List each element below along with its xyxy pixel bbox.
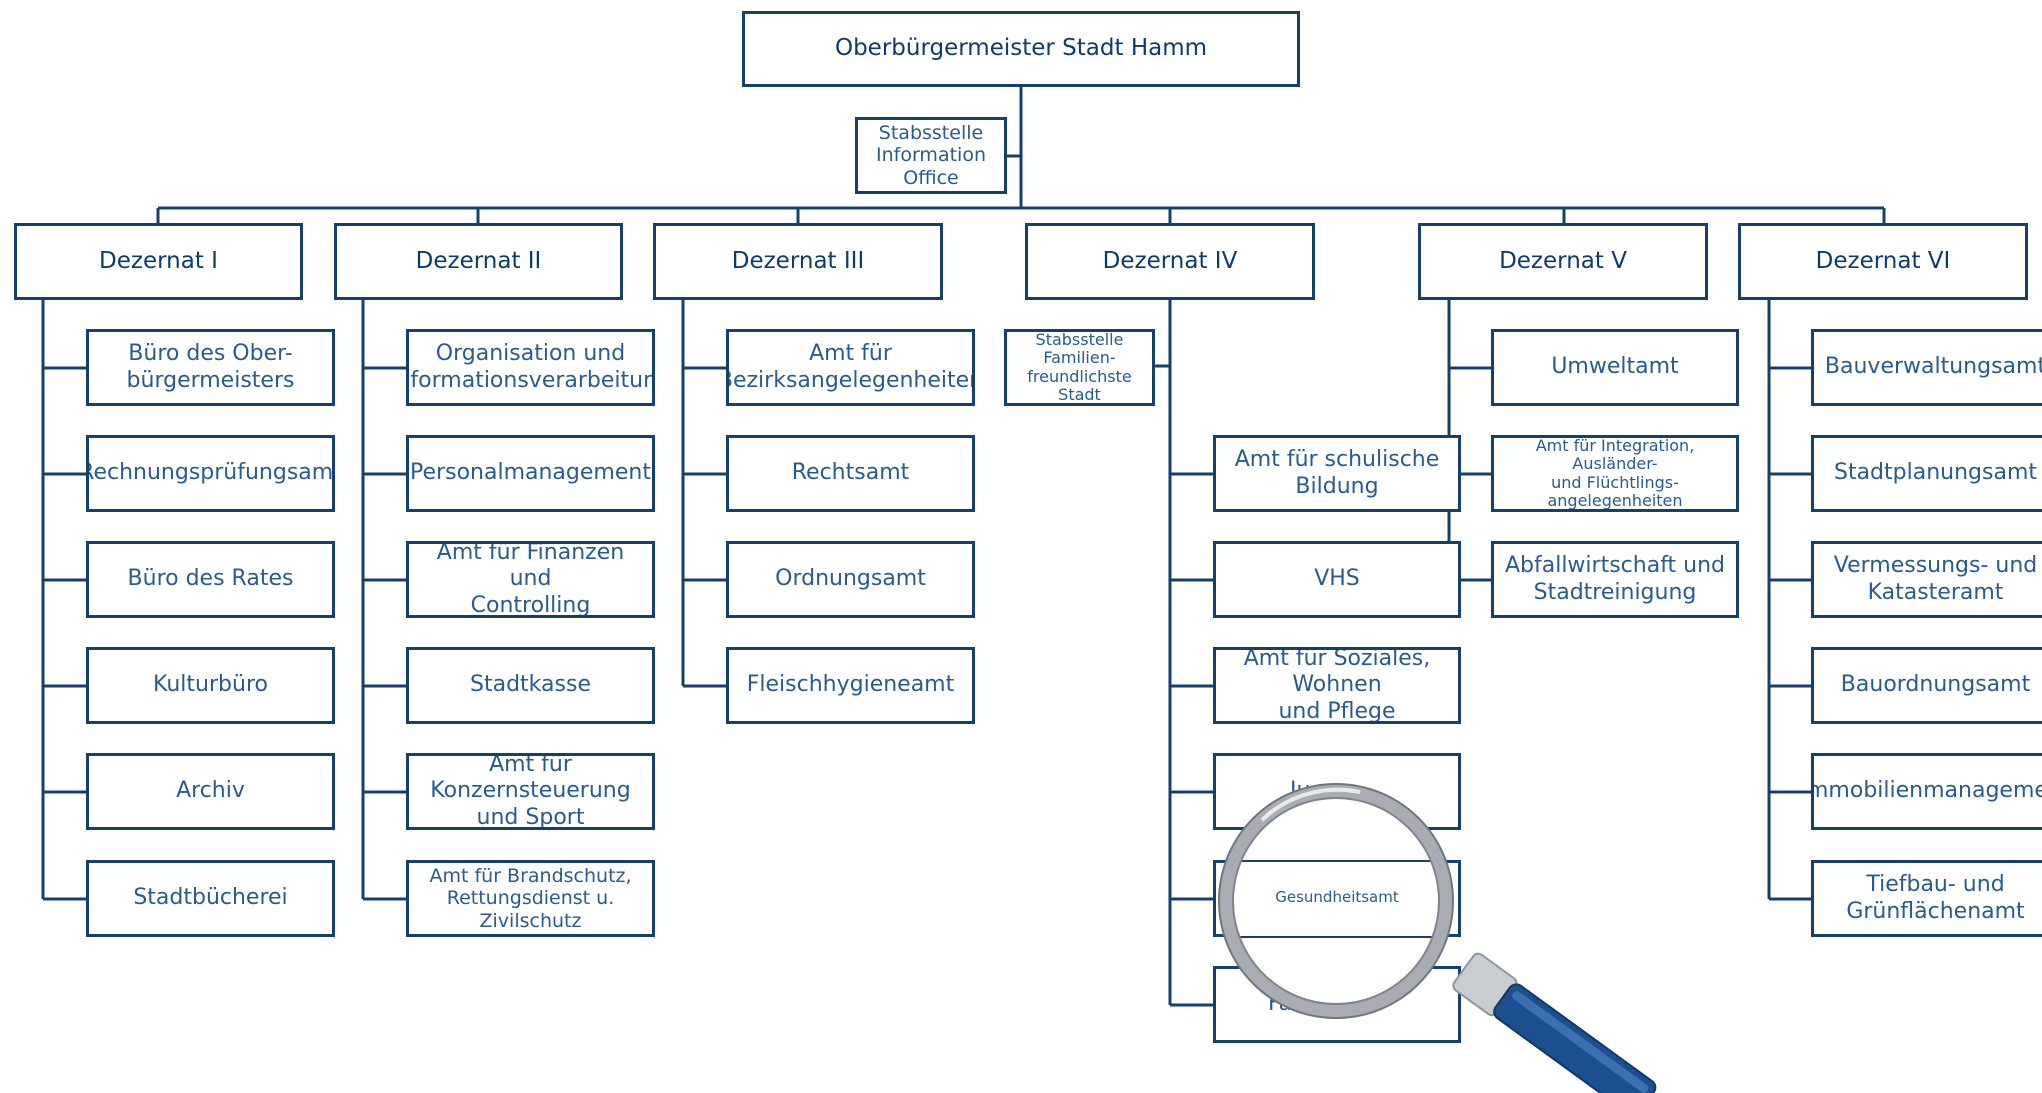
office-box: Archiv (86, 753, 335, 830)
office-box: Abfallwirtschaft und Stadtreinigung (1491, 541, 1739, 618)
office-box: Bauordnungsamt (1811, 647, 2042, 724)
staff-family-label: Stabsstelle Familien- freundlichste Stad… (1027, 329, 1132, 404)
dezernat-3-header: Dezernat III (653, 223, 943, 300)
office-label: Amt für Integration, Ausländer- und Flüc… (1535, 435, 1695, 510)
office-box: Stadtbücherei (86, 860, 335, 937)
office-label: Amt für Finanzen und Controlling (436, 541, 625, 618)
office-box: Amt für Brandschutz, Rettungsdienst u. Z… (406, 860, 655, 937)
office-box: Kulturbüro (86, 647, 335, 724)
staff-info-office-box: Stabsstelle Information Office (855, 117, 1007, 194)
dezernat-2-label: Dezernat II (415, 247, 542, 274)
office-label: Organisation und Informationsverarbeitun… (409, 341, 652, 393)
dezernat-6-header: Dezernat VI (1738, 223, 2028, 300)
office-label: Immobilienmanagement (1811, 778, 2042, 804)
mayor-label: Oberbürgermeister Stadt Hamm (834, 35, 1208, 62)
office-box: Fleischhygieneamt (726, 647, 975, 724)
office-box: Amt für Finanzen und Controlling (406, 541, 655, 618)
office-label: Stadtkasse (470, 672, 591, 698)
office-label: Büro des Rates (127, 566, 294, 592)
office-label: Amt für Brandschutz, Rettungsdienst u. Z… (429, 865, 632, 932)
office-label: Tiefbau- und Grünflächenamt (1846, 872, 2025, 924)
office-box: Amt für Konzernsteuerung und Sport (406, 753, 655, 830)
dezernat-2-header: Dezernat II (334, 223, 623, 300)
office-label: Kulturbüro (153, 672, 268, 698)
dezernat-5-header: Dezernat V (1418, 223, 1708, 300)
office-label: Rechtsamt (791, 460, 910, 486)
office-label: Rechnungsprüfungsamt (86, 460, 335, 486)
office-box: Amt für schulische Bildung (1213, 435, 1461, 512)
dezernat-1-header: Dezernat I (14, 223, 303, 300)
office-box: Amt für Integration, Ausländer- und Flüc… (1491, 435, 1739, 512)
office-label: VHS (1314, 566, 1360, 592)
dezernat-4-header: Dezernat IV (1025, 223, 1315, 300)
office-label: Ordnungsamt (775, 566, 926, 592)
dezernat-6-label: Dezernat VI (1815, 247, 1951, 274)
office-label: Abfallwirtschaft und Stadtreinigung (1504, 553, 1726, 605)
office-box: Amt für Bezirksangelegenheiten (726, 329, 975, 406)
office-label: Umweltamt (1551, 354, 1679, 380)
office-box: Personalmanagement (406, 435, 655, 512)
mayor-box: Oberbürgermeister Stadt Hamm (742, 11, 1300, 87)
office-label: Stadtplanungsamt (1833, 460, 2038, 486)
office-label: Fleischhygieneamt (746, 672, 955, 698)
office-label: Amt für Konzernsteuerung und Sport (430, 753, 631, 830)
office-label: Amt für Bezirksangelegenheiten (726, 341, 975, 393)
office-label: Archiv (176, 778, 245, 804)
office-label: Büro des Ober- bürgermeisters (126, 341, 295, 393)
office-label: Amt für schulische Bildung (1234, 447, 1440, 499)
office-box: Immobilienmanagement (1811, 753, 2042, 830)
office-label: Personalmanagement (410, 460, 651, 486)
office-label: Bauordnungsamt (1840, 672, 2031, 698)
office-box: Vermessungs- und Katasteramt (1811, 541, 2042, 618)
office-label: Amt für Soziales, Wohnen und Pflege (1243, 647, 1431, 724)
dezernat-1-label: Dezernat I (99, 247, 218, 274)
office-box: Ordnungsamt (726, 541, 975, 618)
magnifier-label: Gesundheitsamt (1275, 888, 1399, 906)
office-box: Bauverwaltungsamt (1811, 329, 2042, 406)
office-box: Umweltamt (1491, 329, 1739, 406)
office-box: Büro des Ober- bürgermeisters (86, 329, 335, 406)
office-box: Büro des Rates (86, 541, 335, 618)
office-box: Stadtkasse (406, 647, 655, 724)
office-box: Tiefbau- und Grünflächenamt (1811, 860, 2042, 937)
office-box: Rechnungsprüfungsamt (86, 435, 335, 512)
office-box: VHS (1213, 541, 1461, 618)
office-box: Rechtsamt (726, 435, 975, 512)
staff-info-office-label: Stabsstelle Information Office (876, 122, 986, 189)
dezernat-3-label: Dezernat III (731, 247, 865, 274)
staff-family-box: Stabsstelle Familien- freundlichste Stad… (1004, 329, 1155, 406)
office-label: Stadtbücherei (133, 885, 288, 911)
office-label: Vermessungs- und Katasteramt (1833, 553, 2038, 605)
dezernat-5-label: Dezernat V (1499, 247, 1627, 274)
office-label: Bauverwaltungsamt (1824, 354, 2042, 380)
office-box: Stadtplanungsamt (1811, 435, 2042, 512)
dezernat-4-label: Dezernat IV (1102, 247, 1238, 274)
office-box: Amt für Soziales, Wohnen und Pflege (1213, 647, 1461, 724)
office-box: Organisation und Informationsverarbeitun… (406, 329, 655, 406)
